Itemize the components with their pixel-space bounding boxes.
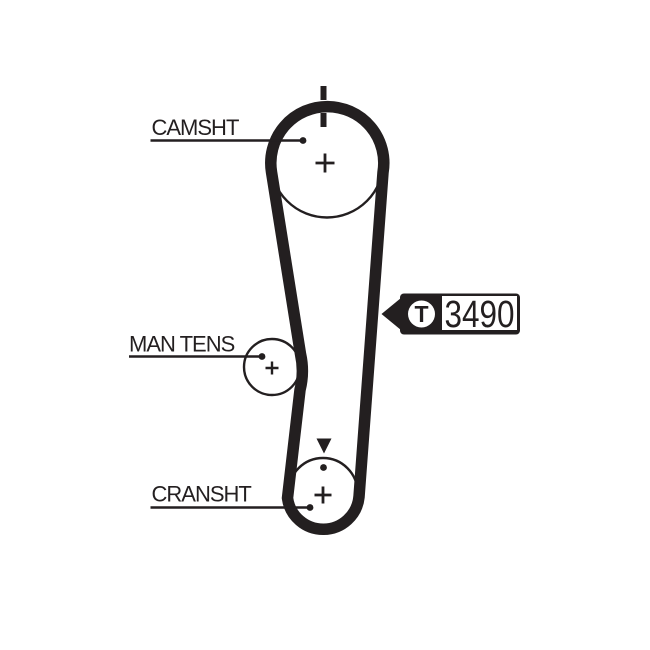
camshaft-leader-dot xyxy=(299,137,307,144)
tensioner-label: MAN TENS xyxy=(129,332,235,357)
crankshaft-label: CRANSHT xyxy=(152,482,252,507)
callout-part-number: 3490 xyxy=(445,294,515,336)
part-number-callout: T 3490 xyxy=(381,293,520,336)
callout-arrow-icon xyxy=(381,295,404,333)
crankshaft-leader-dot xyxy=(306,504,314,511)
crankshaft-timing-dot-icon xyxy=(320,464,327,471)
callout-logo-letter: T xyxy=(414,301,428,327)
camshaft-label: CAMSHT xyxy=(152,115,239,140)
callout-logo-circle-icon xyxy=(408,300,435,328)
timing-belt xyxy=(265,100,390,535)
tensioner-leader-dot xyxy=(258,353,266,360)
crankshaft-center-cross-icon xyxy=(314,486,332,504)
callout-number-window xyxy=(442,296,517,330)
crankshaft-timing-triangle-icon xyxy=(316,438,332,454)
camshaft-center-cross-icon xyxy=(315,153,335,173)
tensioner-center-cross-icon xyxy=(265,361,279,375)
